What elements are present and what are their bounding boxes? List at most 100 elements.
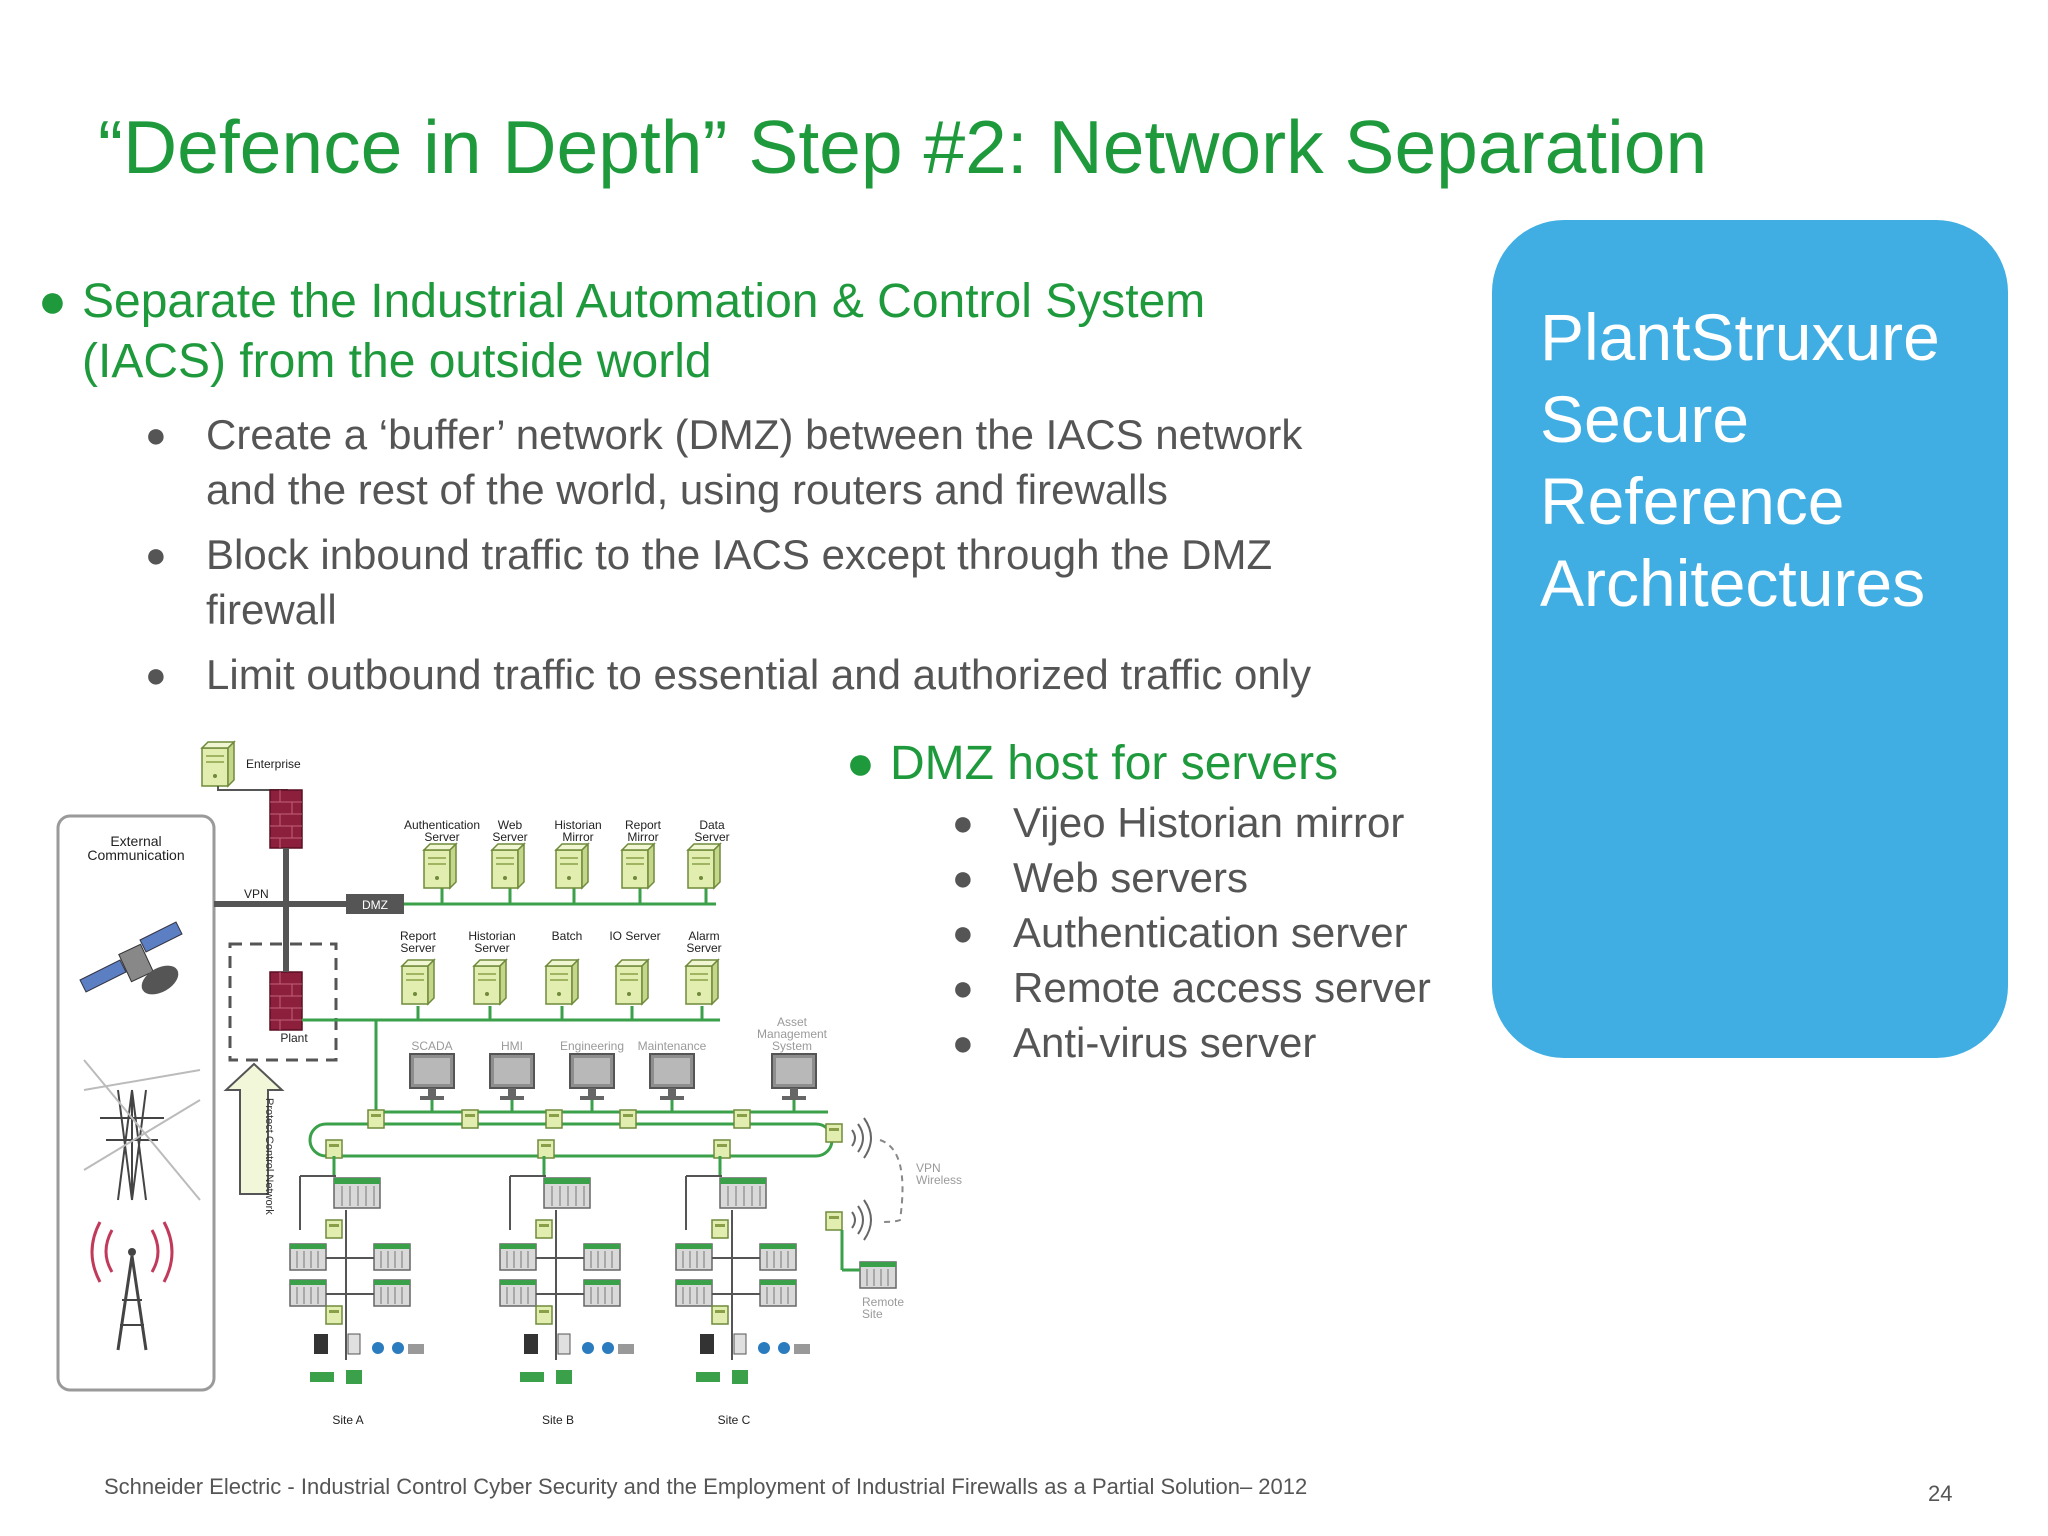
wireless-icon bbox=[851, 1117, 872, 1241]
server-icon bbox=[555, 843, 589, 889]
site-label: Site B bbox=[542, 1413, 574, 1427]
dmz-server-label: Mirror bbox=[627, 830, 658, 844]
callout-text: PlantStruxure Secure Reference Architect… bbox=[1540, 296, 1940, 624]
plant-boundary bbox=[228, 942, 338, 1062]
dmz-server-label: Server bbox=[424, 830, 459, 844]
sensor-icon bbox=[372, 1342, 384, 1354]
device-icon bbox=[310, 1372, 334, 1382]
asset-label: Management bbox=[757, 1027, 828, 1041]
switch-icon bbox=[825, 1211, 843, 1231]
site-b: Site B bbox=[499, 1156, 634, 1427]
dmz-bullet-label: DMZ host for servers bbox=[890, 737, 1339, 790]
plant-server-label: Report bbox=[400, 929, 437, 943]
switch-icon bbox=[535, 1305, 553, 1325]
io-rack-icon bbox=[759, 1243, 797, 1271]
server-icon bbox=[401, 959, 435, 1005]
bullet-dot: ● bbox=[952, 967, 974, 1008]
device-icon bbox=[524, 1334, 538, 1354]
sub-bullet-text: Limit outbound traffic to essential and … bbox=[206, 651, 1312, 698]
valve-icon bbox=[794, 1344, 810, 1354]
external-panel bbox=[56, 814, 216, 1392]
workstation-label: Engineering bbox=[560, 1039, 624, 1053]
page-number: 24 bbox=[1928, 1481, 1953, 1506]
site-label: Site A bbox=[332, 1413, 363, 1427]
device-icon bbox=[556, 1370, 572, 1384]
slide-title: “Defence in Depth” Step #2: Network Sepa… bbox=[98, 105, 1708, 189]
valve-icon bbox=[618, 1344, 634, 1354]
sensor-icon bbox=[602, 1342, 614, 1354]
io-rack-icon bbox=[583, 1279, 621, 1307]
dmz-item-text: Remote access server bbox=[1013, 964, 1431, 1011]
bullet-dot: ● bbox=[846, 737, 875, 790]
dmz-item-text: Anti-virus server bbox=[1013, 1019, 1317, 1066]
switch-icon bbox=[537, 1139, 555, 1159]
dmz-server-label: Authentication bbox=[404, 818, 480, 832]
switch-icon bbox=[713, 1139, 731, 1159]
sensor-icon bbox=[392, 1342, 404, 1354]
external-label: Communication bbox=[87, 847, 184, 863]
bullet-dot: ● bbox=[952, 857, 974, 898]
bullet-dot: ● bbox=[952, 1022, 974, 1063]
dmz-item-text: Web servers bbox=[1013, 854, 1248, 901]
switch-icon bbox=[711, 1219, 729, 1239]
device-icon bbox=[696, 1372, 720, 1382]
switch-icon bbox=[461, 1109, 479, 1129]
io-rack-icon bbox=[583, 1243, 621, 1271]
io-rack-icon bbox=[675, 1243, 713, 1271]
site-label: Site C bbox=[718, 1413, 751, 1427]
plant-firewall-icon bbox=[269, 971, 303, 1031]
workstation-label: SCADA bbox=[411, 1039, 452, 1053]
power-tower-icon bbox=[83, 1059, 201, 1201]
enterprise-label: Enterprise bbox=[246, 757, 301, 771]
plc-icon bbox=[719, 1177, 767, 1209]
main-bullet-line1: Separate the Industrial Automation & Con… bbox=[82, 275, 1206, 328]
hmi-monitor-icon bbox=[489, 1053, 535, 1101]
dmz-server-label: Historian bbox=[554, 818, 601, 832]
sensor-icon bbox=[778, 1342, 790, 1354]
radio-tower-icon bbox=[90, 1221, 174, 1351]
dmz-tag bbox=[346, 894, 404, 914]
sub-bullet-text: firewall bbox=[206, 586, 337, 633]
bullet-dot: ● bbox=[952, 912, 974, 953]
maintenance-monitor-icon bbox=[649, 1053, 695, 1101]
dmz-server-label: Data bbox=[699, 818, 725, 832]
plc-icon bbox=[333, 1177, 381, 1209]
bullet-dot: ● bbox=[952, 802, 974, 843]
plant-server-label: Batch bbox=[552, 929, 583, 943]
io-rack-icon bbox=[373, 1243, 411, 1271]
server-icon bbox=[687, 843, 721, 889]
device-icon bbox=[732, 1370, 748, 1384]
dmz-server-label: Report bbox=[625, 818, 662, 832]
remote-site-label: Site bbox=[862, 1307, 883, 1321]
remote-site-label: Remote bbox=[862, 1295, 904, 1309]
server-icon bbox=[545, 959, 579, 1005]
sensor-icon bbox=[758, 1342, 770, 1354]
workstation-label: HMI bbox=[501, 1039, 523, 1053]
device-icon bbox=[557, 1333, 571, 1355]
engineering-monitor-icon bbox=[569, 1053, 615, 1101]
protect-arrow-icon bbox=[223, 1062, 285, 1195]
asset-label: System bbox=[772, 1039, 812, 1053]
sub-bullet-text: and the rest of the world, using routers… bbox=[206, 466, 1168, 513]
switch-icon bbox=[325, 1305, 343, 1325]
io-rack-icon bbox=[289, 1279, 327, 1307]
workstation-label: Maintenance bbox=[638, 1039, 707, 1053]
server-icon bbox=[685, 959, 719, 1005]
footer-text: Schneider Electric - Industrial Control … bbox=[104, 1474, 1308, 1499]
scada-monitor-icon bbox=[409, 1053, 455, 1101]
plant-server-label: Server bbox=[400, 941, 435, 955]
asset-monitor-icon bbox=[771, 1053, 817, 1101]
switch-icon bbox=[825, 1123, 843, 1143]
bullet-dot: ● bbox=[145, 654, 167, 695]
switch-icon bbox=[367, 1109, 385, 1129]
ring-network bbox=[308, 1122, 834, 1158]
plant-label: Plant bbox=[280, 1031, 308, 1045]
callout-line: Architectures bbox=[1540, 546, 1926, 620]
device-icon bbox=[347, 1333, 361, 1355]
switch-icon bbox=[535, 1219, 553, 1239]
vpn-label: VPN bbox=[244, 887, 269, 901]
io-rack-icon bbox=[499, 1243, 537, 1271]
switch-icon bbox=[325, 1219, 343, 1239]
vpn-wireless-label: Wireless bbox=[916, 1173, 962, 1187]
site-c: Site C bbox=[675, 1156, 810, 1427]
